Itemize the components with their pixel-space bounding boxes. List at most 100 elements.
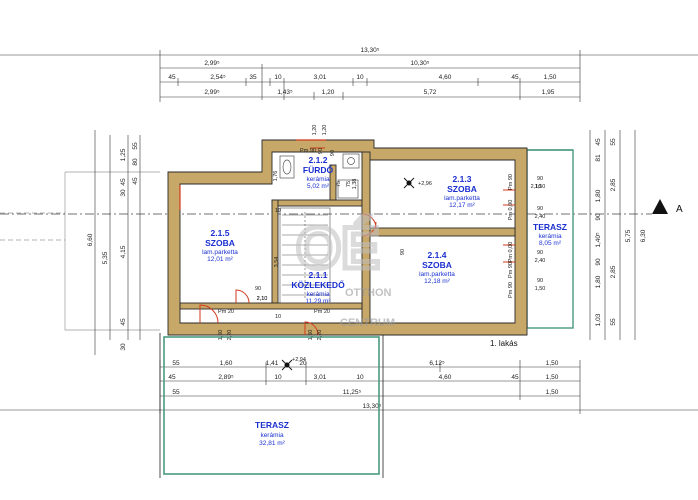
svg-text:10: 10 <box>356 374 364 381</box>
misc-dimensions: 1,20 1,20 90 90 1,76 75 75 1,38 2,10 2,4… <box>218 125 545 341</box>
svg-text:1,50: 1,50 <box>535 286 546 292</box>
svg-text:kerámia: kerámia <box>306 291 330 298</box>
svg-text:81: 81 <box>595 154 602 162</box>
svg-text:45: 45 <box>511 374 519 381</box>
svg-text:4,60: 4,60 <box>439 74 452 81</box>
svg-text:35: 35 <box>249 74 257 81</box>
svg-text:2,89⁵: 2,89⁵ <box>218 374 234 381</box>
svg-text:lam.parketta: lam.parketta <box>444 195 480 202</box>
svg-text:90: 90 <box>400 249 406 255</box>
dim-right-small: 45 90 90 <box>595 138 602 266</box>
svg-text:2.1.5: 2.1.5 <box>211 228 230 238</box>
svg-text:+2,94: +2,94 <box>292 357 306 363</box>
svg-text:12,17 m²: 12,17 m² <box>449 202 475 209</box>
svg-text:5,72: 5,72 <box>424 89 437 96</box>
svg-text:2,40: 2,40 <box>535 258 546 264</box>
svg-text:1,25: 1,25 <box>120 148 127 161</box>
svg-text:1,95: 1,95 <box>542 89 555 96</box>
svg-text:10: 10 <box>275 208 281 214</box>
svg-text:Pm 0,00: Pm 0,00 <box>508 242 514 262</box>
svg-text:1,20: 1,20 <box>312 125 318 136</box>
svg-text:lam.parketta: lam.parketta <box>202 249 238 256</box>
svg-text:Pm 90: Pm 90 <box>508 262 514 278</box>
svg-text:1,50: 1,50 <box>535 184 546 190</box>
svg-text:1,50: 1,50 <box>546 389 559 396</box>
svg-text:2,10: 2,10 <box>531 184 542 190</box>
svg-text:75: 75 <box>336 181 342 187</box>
svg-text:12,18 m²: 12,18 m² <box>424 278 450 285</box>
svg-text:2.1.4: 2.1.4 <box>428 250 447 260</box>
svg-text:11,29 m²: 11,29 m² <box>305 298 331 305</box>
walls <box>167 139 528 336</box>
svg-text:80: 80 <box>132 158 139 166</box>
svg-text:8,05 m²: 8,05 m² <box>539 240 562 247</box>
dim-bottom-total: 13,30⁵ <box>363 403 382 410</box>
room-2-1-1: 2.1.1 KÖZLEKEDŐ kerámia 11,29 m² <box>291 270 345 305</box>
svg-text:45: 45 <box>132 177 139 185</box>
svg-text:45: 45 <box>120 178 127 186</box>
svg-text:10: 10 <box>274 74 282 81</box>
level-marker-2: +2,94 <box>281 357 306 371</box>
windows <box>179 139 326 210</box>
svg-text:1,43⁵: 1,43⁵ <box>277 89 293 96</box>
section-marker-arrow <box>652 199 668 214</box>
section-marker-label: A <box>676 204 683 215</box>
svg-text:55: 55 <box>172 360 180 367</box>
dim-right-mid: 55 2,85 2,85 55 <box>610 138 617 326</box>
svg-text:2.1.2: 2.1.2 <box>309 155 328 165</box>
level-marker-1: +2,96 <box>403 177 432 189</box>
svg-text:90: 90 <box>595 258 602 266</box>
room-terrace-east: TERASZ kerámia 8,05 m² <box>533 222 567 247</box>
svg-text:2,20: 2,20 <box>227 330 233 341</box>
room-2-1-3: 2.1.3 SZOBA lam.parketta 12,17 m² <box>444 174 480 209</box>
svg-text:SZOBA: SZOBA <box>447 184 477 194</box>
dim-right-outer: 5,75 6,30 <box>625 229 647 242</box>
svg-text:10: 10 <box>275 314 281 320</box>
svg-text:1,40⁵: 1,40⁵ <box>595 232 602 248</box>
svg-text:90: 90 <box>537 250 543 256</box>
svg-text:Pm 20: Pm 20 <box>314 309 330 315</box>
svg-text:3,01: 3,01 <box>314 74 327 81</box>
room-2-1-2: 2.1.2 FÜRDŐ kerámia 5,02 m² <box>303 155 334 190</box>
svg-text:kerámia: kerámia <box>260 432 284 439</box>
svg-text:5,75: 5,75 <box>625 229 632 242</box>
svg-text:1,60: 1,60 <box>220 360 233 367</box>
dim-left-row: 55 80 45 <box>132 142 139 185</box>
dim-top-total: 13,30⁵ <box>361 47 380 54</box>
staircase <box>279 207 331 304</box>
svg-text:2,85: 2,85 <box>610 178 617 191</box>
svg-text:90: 90 <box>595 213 602 221</box>
svg-text:Pm 20: Pm 20 <box>218 309 234 315</box>
svg-text:1,80: 1,80 <box>595 189 602 202</box>
svg-text:55: 55 <box>610 138 617 146</box>
svg-text:90: 90 <box>537 278 543 284</box>
svg-text:1,41: 1,41 <box>266 360 279 367</box>
svg-text:3,54: 3,54 <box>274 257 280 268</box>
svg-text:2,40: 2,40 <box>535 214 546 220</box>
svg-text:TERASZ: TERASZ <box>255 420 289 430</box>
svg-text:1,38: 1,38 <box>352 179 358 190</box>
dim-top-row4: 2,99⁵ 1,43⁵ 1,20 5,72 1,95 <box>204 89 554 96</box>
svg-text:5,02 m²: 5,02 m² <box>307 183 330 190</box>
unit-label: 1. lakás <box>490 339 518 348</box>
svg-text:1,60: 1,60 <box>308 330 314 341</box>
room-2-1-4: 2.1.4 SZOBA lam.parketta 12,18 m² <box>419 250 455 285</box>
svg-text:3,01: 3,01 <box>314 374 327 381</box>
dim-top-row2-a: 2,99⁵ <box>204 60 220 67</box>
svg-text:1,03: 1,03 <box>595 313 602 326</box>
svg-text:1,20: 1,20 <box>322 125 328 136</box>
top-dimensions <box>0 50 698 102</box>
dim-bottom-row1: 55 1,60 1,41 20 6,12⁵ 1,50 <box>172 360 558 367</box>
svg-text:6,30: 6,30 <box>640 229 647 242</box>
svg-text:2,99⁵: 2,99⁵ <box>204 89 220 96</box>
svg-text:10: 10 <box>356 74 364 81</box>
svg-text:1,50: 1,50 <box>546 360 559 367</box>
svg-text:45: 45 <box>120 318 127 326</box>
svg-text:20: 20 <box>299 360 307 367</box>
svg-text:FÜRDŐ: FÜRDŐ <box>303 164 334 175</box>
svg-text:2,10: 2,10 <box>257 296 268 302</box>
dim-top-row2-b: 10,30⁵ <box>411 60 430 67</box>
svg-text:1,20: 1,20 <box>322 89 335 96</box>
svg-text:90: 90 <box>330 150 336 156</box>
